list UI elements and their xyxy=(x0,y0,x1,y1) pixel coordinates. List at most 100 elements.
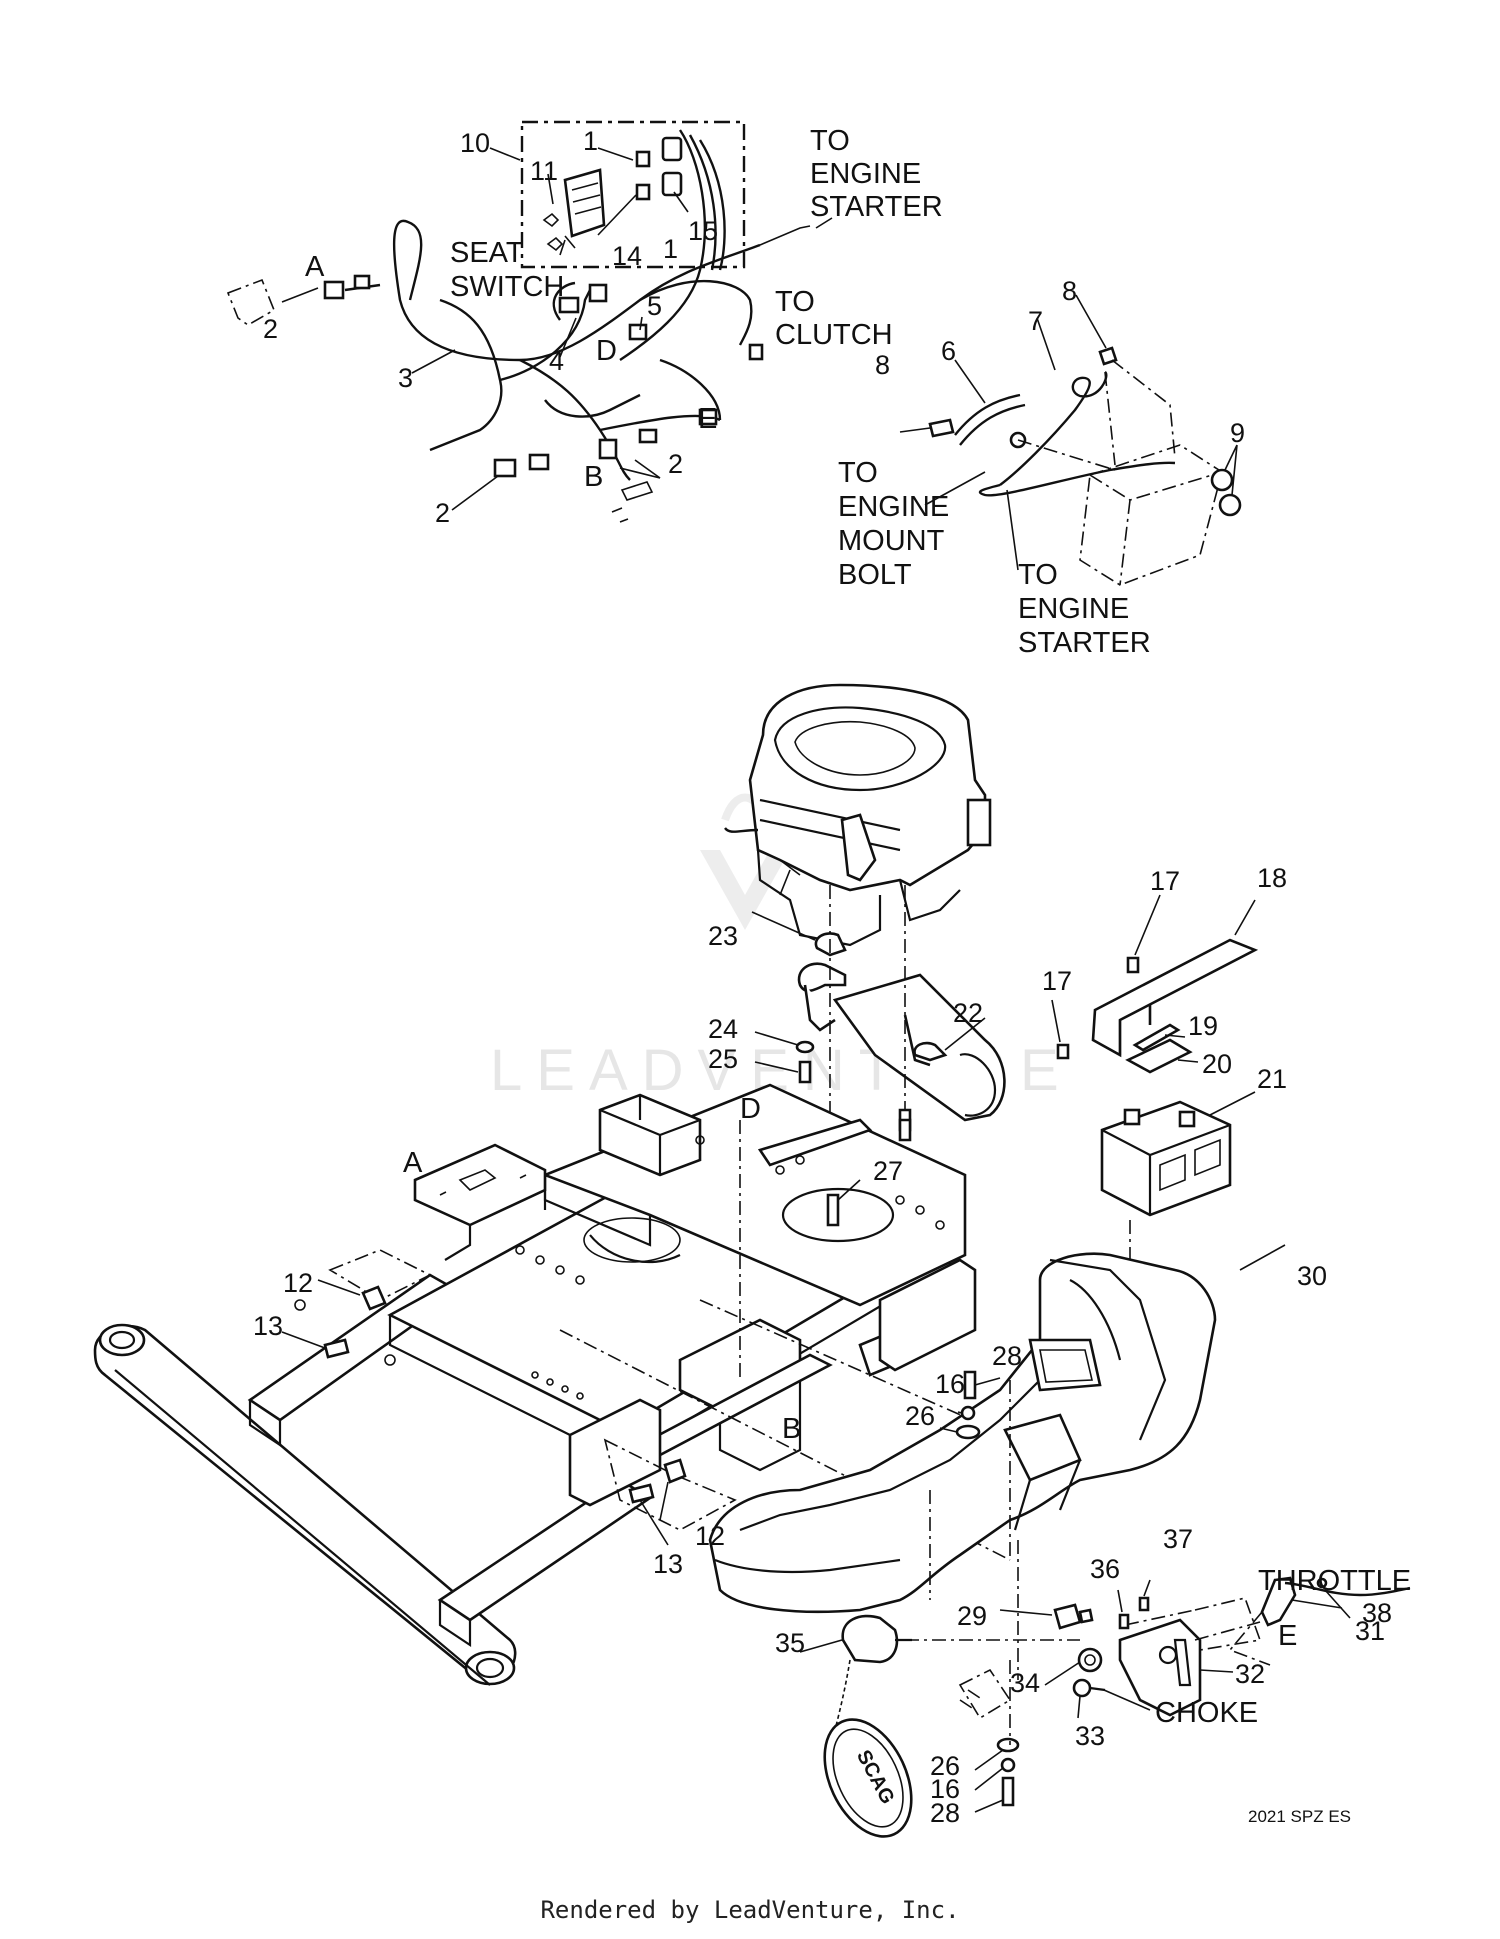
callout-17-left: 17 xyxy=(1042,966,1072,996)
battery-21 xyxy=(1100,1100,1232,1217)
pad-19 xyxy=(1132,1023,1181,1052)
letter-a-top: A xyxy=(305,251,325,283)
callout-29: 29 xyxy=(957,1601,987,1631)
callout-27: 27 xyxy=(873,1156,903,1186)
clutch-connector xyxy=(748,343,764,361)
callout-28-top: 28 xyxy=(992,1341,1022,1371)
connector-b xyxy=(598,438,618,460)
callout-22: 22 xyxy=(953,998,983,1028)
nut-plate-12-left xyxy=(361,1285,387,1311)
note-starter-bot-2: ENGINE xyxy=(1018,593,1129,625)
note-clutch-2: CLUTCH xyxy=(775,319,893,351)
nut-plate-12-right xyxy=(663,1458,687,1484)
callout-8-top: 8 xyxy=(1062,276,1077,306)
relay-module xyxy=(542,136,683,252)
bolt-8-left xyxy=(928,418,955,438)
engine-body xyxy=(748,683,987,892)
bolt-13-left xyxy=(323,1338,350,1359)
callout-36: 36 xyxy=(1090,1554,1120,1584)
note-starter-bot-3: STARTER xyxy=(1018,627,1151,659)
callout-13-left: 13 xyxy=(253,1311,283,1341)
callout-33: 33 xyxy=(1075,1721,1105,1751)
callout-35: 35 xyxy=(775,1628,805,1658)
callout-19: 19 xyxy=(1188,1011,1218,1041)
washer-26-upper xyxy=(955,1424,981,1440)
connector-lower xyxy=(493,458,517,478)
stud-27 xyxy=(826,1193,840,1227)
callout-11: 11 xyxy=(530,156,558,186)
note-mount-4: BOLT xyxy=(838,559,912,591)
callout-1-top: 1 xyxy=(583,126,598,156)
callout-2-left: 2 xyxy=(263,314,278,344)
letter-d-frame: D xyxy=(740,1093,761,1125)
connector-a xyxy=(323,280,345,300)
callout-1-bottom: 1 xyxy=(663,234,678,264)
control-panel-group: SCAG xyxy=(799,1370,1411,1838)
callout-5: 5 xyxy=(647,291,662,321)
letter-e-top: E xyxy=(698,403,717,435)
cable-6 xyxy=(954,393,1021,436)
callout-37: 37 xyxy=(1163,1524,1193,1554)
dipstick-tube xyxy=(840,813,877,882)
key-tag xyxy=(823,1718,913,1838)
diagram-code: 2021 SPZ ES xyxy=(1248,1807,1351,1826)
callout-26-bottom: 26 xyxy=(930,1751,960,1781)
ignition-key-35: SCAG xyxy=(823,1614,913,1838)
note-clutch-1: TO xyxy=(775,286,815,318)
callout-23: 23 xyxy=(708,921,738,951)
callout-4: 4 xyxy=(549,346,564,376)
connector-d xyxy=(628,323,648,341)
callout-16-top: 16 xyxy=(935,1369,965,1399)
choke-knob-33 xyxy=(1072,1678,1092,1698)
battery-cable-group xyxy=(899,294,1242,586)
connector-e xyxy=(698,408,718,426)
battery-cover-18 xyxy=(1091,938,1259,1058)
seat-switch-connector xyxy=(588,283,608,303)
screw-17-left xyxy=(1056,1043,1070,1060)
note-starter-bot-1: TO xyxy=(1018,559,1058,591)
engine-mount-hole xyxy=(781,1187,895,1243)
nut-9-upper xyxy=(1210,468,1234,492)
screw-28-lower xyxy=(1001,1776,1015,1807)
switch-29 xyxy=(1053,1603,1082,1630)
pad-20 xyxy=(1125,1038,1193,1074)
callout-10: 10 xyxy=(460,128,490,158)
relay-kit-box xyxy=(520,120,746,269)
letter-b-top: B xyxy=(584,461,603,493)
letter-a-frame: A xyxy=(403,1147,423,1179)
screw-28-upper xyxy=(963,1370,977,1400)
callout-12-left: 12 xyxy=(283,1268,313,1298)
note-mount-2: ENGINE xyxy=(838,491,949,523)
note-mount-3: MOUNT xyxy=(838,525,945,557)
throttle-cable-38 xyxy=(1284,1581,1411,1597)
text-notes: SEAT SWITCH TO ENGINE STARTER TO CLUTCH … xyxy=(450,125,1411,1729)
nut-9-lower xyxy=(1218,493,1242,517)
callout-38: 38 xyxy=(1362,1598,1392,1628)
callout-26-top: 26 xyxy=(905,1401,935,1431)
switch-a-outline xyxy=(226,278,276,326)
callout-30: 30 xyxy=(1297,1261,1327,1291)
callout-13-right: 13 xyxy=(653,1549,683,1579)
callout-7: 7 xyxy=(1028,306,1043,336)
washer-24 xyxy=(795,1040,815,1054)
engine-assembly xyxy=(724,683,992,947)
note-starter-top-2: ENGINE xyxy=(810,158,921,190)
ignition-switch-34 xyxy=(1077,1647,1103,1673)
screw-17-top xyxy=(1126,956,1140,974)
frame-holes xyxy=(294,1135,945,1400)
callout-12-right: 12 xyxy=(695,1521,725,1551)
washer-16-upper xyxy=(960,1405,976,1421)
callout-3: 3 xyxy=(398,363,413,393)
wire-harness-group xyxy=(226,120,833,523)
callout-9: 9 xyxy=(1230,418,1245,448)
reference-letters: A D E B A D B E xyxy=(305,251,1297,1652)
bolt-25 xyxy=(798,1060,812,1084)
callout-2-right: 2 xyxy=(668,449,683,479)
callout-24: 24 xyxy=(708,1014,738,1044)
battery-box-group xyxy=(1051,894,1259,1390)
note-starter-top-1: TO xyxy=(810,125,850,157)
callout-16-bottom: 16 xyxy=(930,1774,960,1804)
bolt-13-right xyxy=(628,1483,655,1504)
washer-26-lower xyxy=(996,1737,1020,1753)
